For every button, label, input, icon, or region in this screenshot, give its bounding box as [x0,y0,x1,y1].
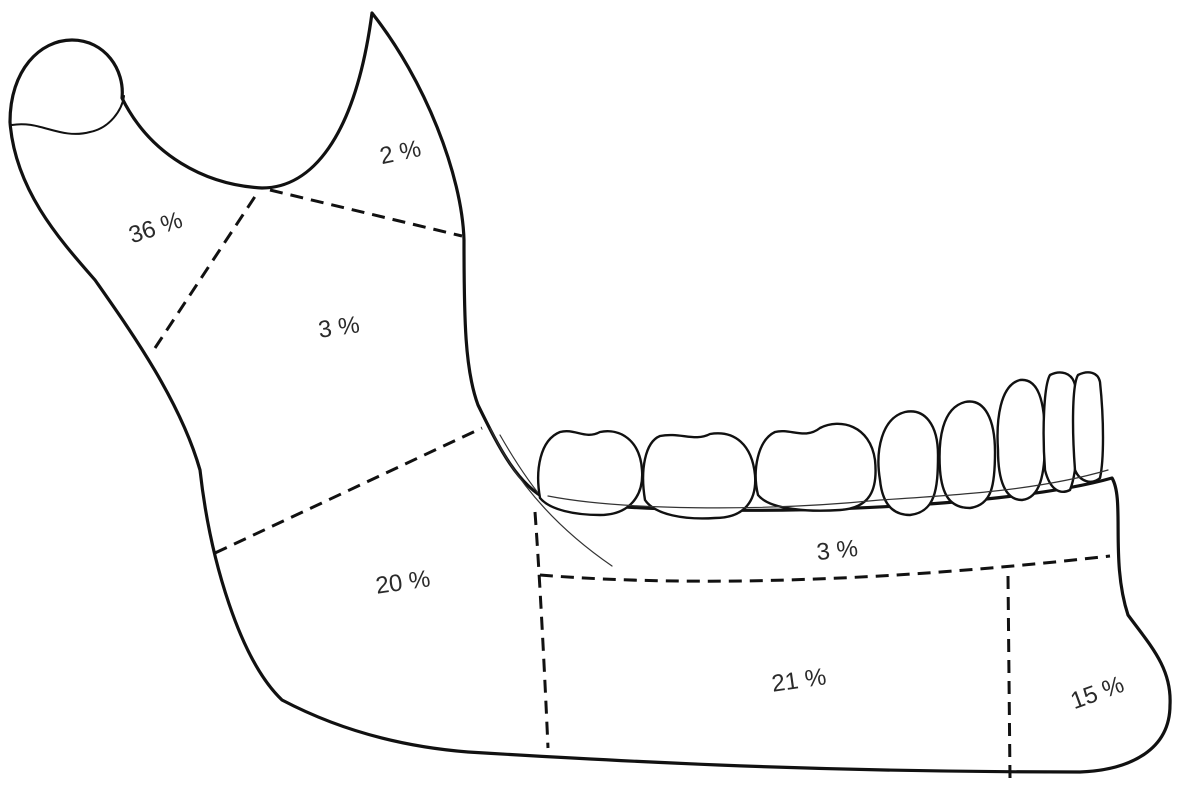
label-alveolar: 3 % [815,535,859,566]
boundary-angle-body [535,512,548,748]
tooth-molar-1 [756,424,876,511]
label-coronoid: 2 % [377,135,423,170]
label-ramus: 3 % [317,311,362,343]
label-angle: 20 % [374,565,432,599]
boundary-body-symphysis [1008,576,1010,778]
condyle-head-line [12,96,124,134]
tooth-canine [998,380,1045,500]
label-body: 21 % [770,663,828,697]
label-symphysis: 15 % [1067,671,1128,715]
boundary-coronoid-ramus [270,190,462,236]
mandible-outline [10,13,1170,772]
tooth-incisor-central [1073,372,1103,481]
tooth-molar-2 [643,433,755,518]
boundary-ramus-angle [215,428,482,553]
label-condyle: 36 % [125,207,185,250]
teeth [538,372,1108,518]
